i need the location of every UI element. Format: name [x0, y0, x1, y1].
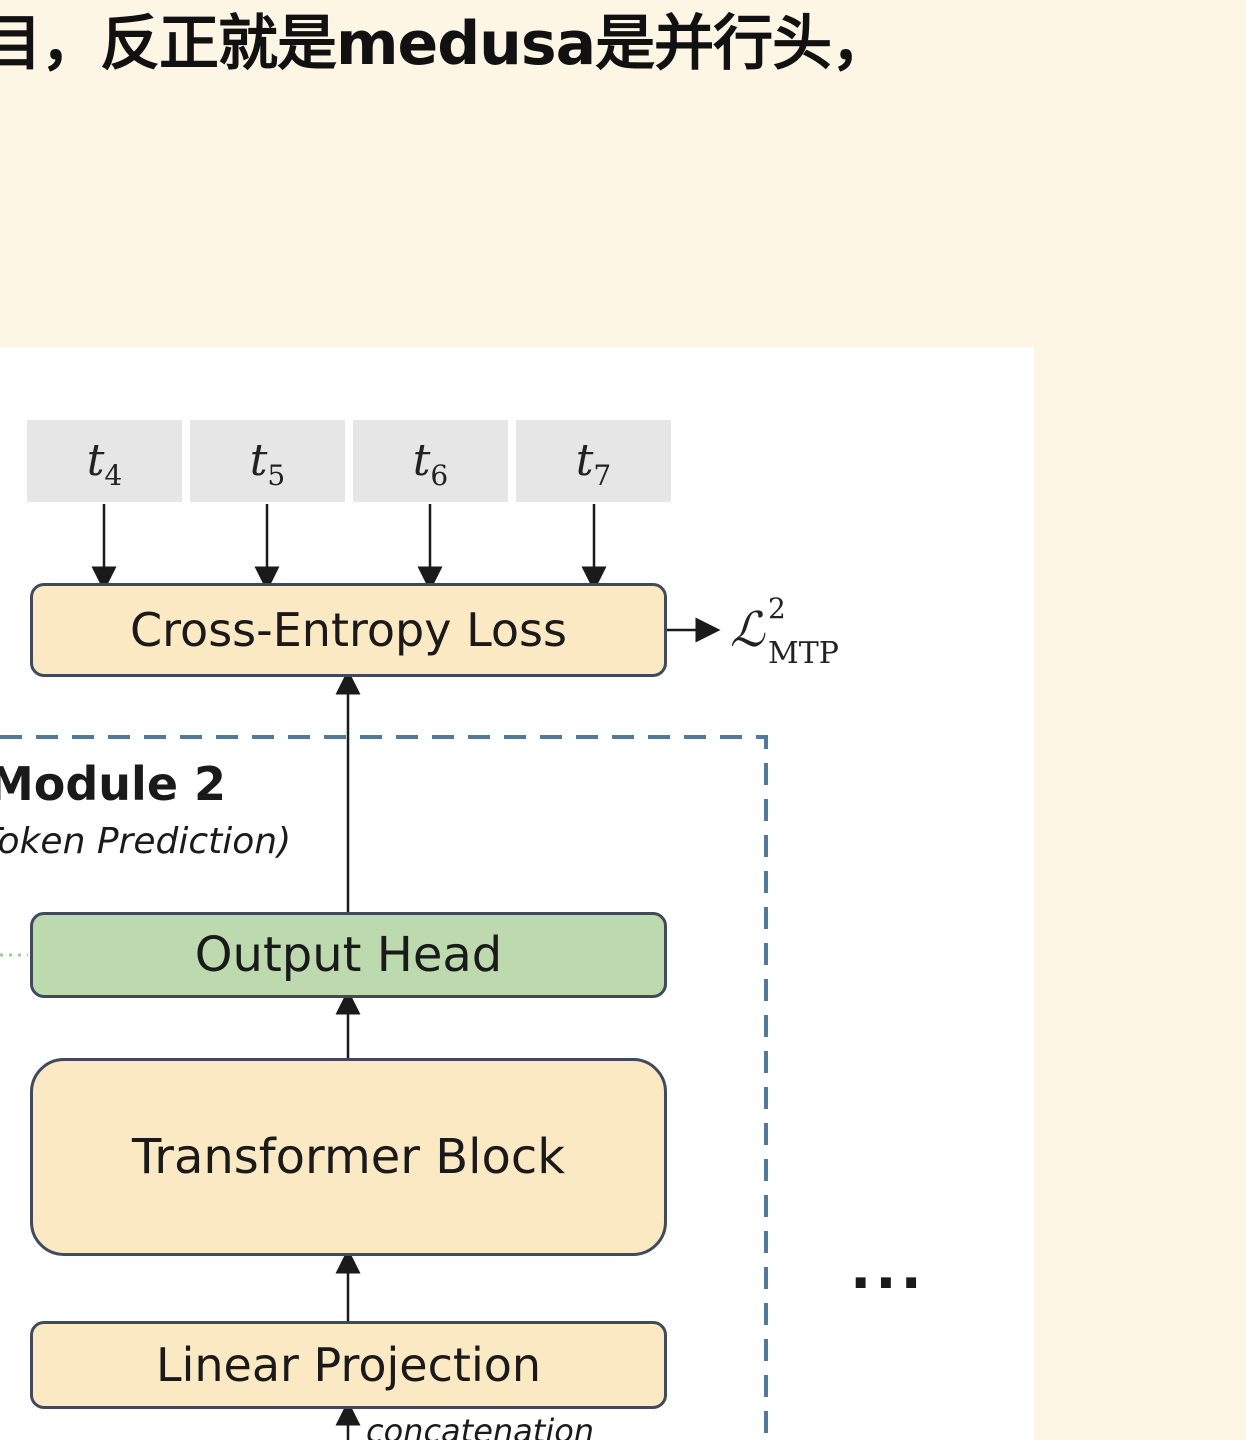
cross-entropy-loss-box: Cross-Entropy Loss	[30, 583, 667, 677]
token-t7: t7	[516, 420, 671, 502]
more-modules-ellipsis: ...	[850, 1237, 926, 1302]
module-dashed-border	[0, 735, 768, 1440]
concatenation-label: concatenation	[366, 1412, 595, 1440]
output-head-box: Output Head	[30, 912, 667, 998]
token-t4: t4	[27, 420, 182, 502]
module-title: Module 2	[0, 757, 227, 811]
loss-mtp-symbol: ℒ 2 MTP	[730, 592, 839, 671]
page-headline: 目，反正就是medusa是并行头，	[0, 9, 891, 79]
token-t5: t5	[190, 420, 345, 502]
diagram-connectors	[0, 504, 768, 1440]
transformer-block-box: Transformer Block	[30, 1058, 667, 1256]
linear-projection-box: Linear Projection	[30, 1321, 667, 1409]
mtp-diagram-figure: t4 t5 t6 t7 Cross-Entropy Loss ℒ 2 MTP M…	[0, 347, 1034, 1440]
module-subtitle: Token Prediction)	[0, 821, 292, 862]
token-t6: t6	[353, 420, 508, 502]
